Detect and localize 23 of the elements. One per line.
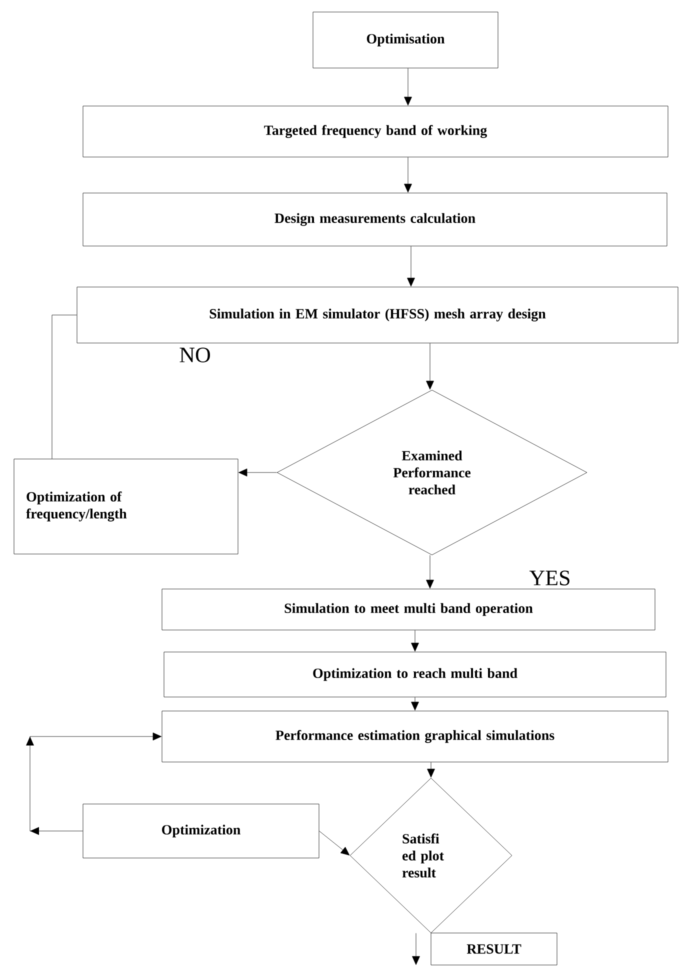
process-box: Optimization xyxy=(82,804,320,858)
process-box: Targeted frequency band of working xyxy=(82,106,668,158)
arrow xyxy=(26,732,162,835)
arrow xyxy=(426,555,434,589)
arrow xyxy=(404,68,412,106)
arrow xyxy=(407,246,415,287)
process-box: Optimization to reach multi band xyxy=(164,652,666,698)
arrow xyxy=(411,697,419,710)
process-box: Optimisation xyxy=(312,12,498,68)
arrow xyxy=(411,630,419,652)
process-box: Performance estimation graphical simulations xyxy=(162,710,668,762)
process-box: RESULT xyxy=(430,932,558,966)
process-box: Design measurements calculation xyxy=(82,192,668,246)
arrow xyxy=(427,762,435,778)
arrow xyxy=(238,468,277,476)
process-box: Simulation to meet multi band operation xyxy=(162,588,656,630)
arrow xyxy=(412,933,420,965)
arrow xyxy=(426,343,434,390)
process-box: Simulation in EM simulator (HFSS) mesh array design xyxy=(76,286,678,344)
process-box: Optimization of frequency/length xyxy=(14,458,238,554)
flow-label: YES xyxy=(528,570,572,586)
arrow xyxy=(404,157,412,193)
arrow xyxy=(319,830,350,856)
